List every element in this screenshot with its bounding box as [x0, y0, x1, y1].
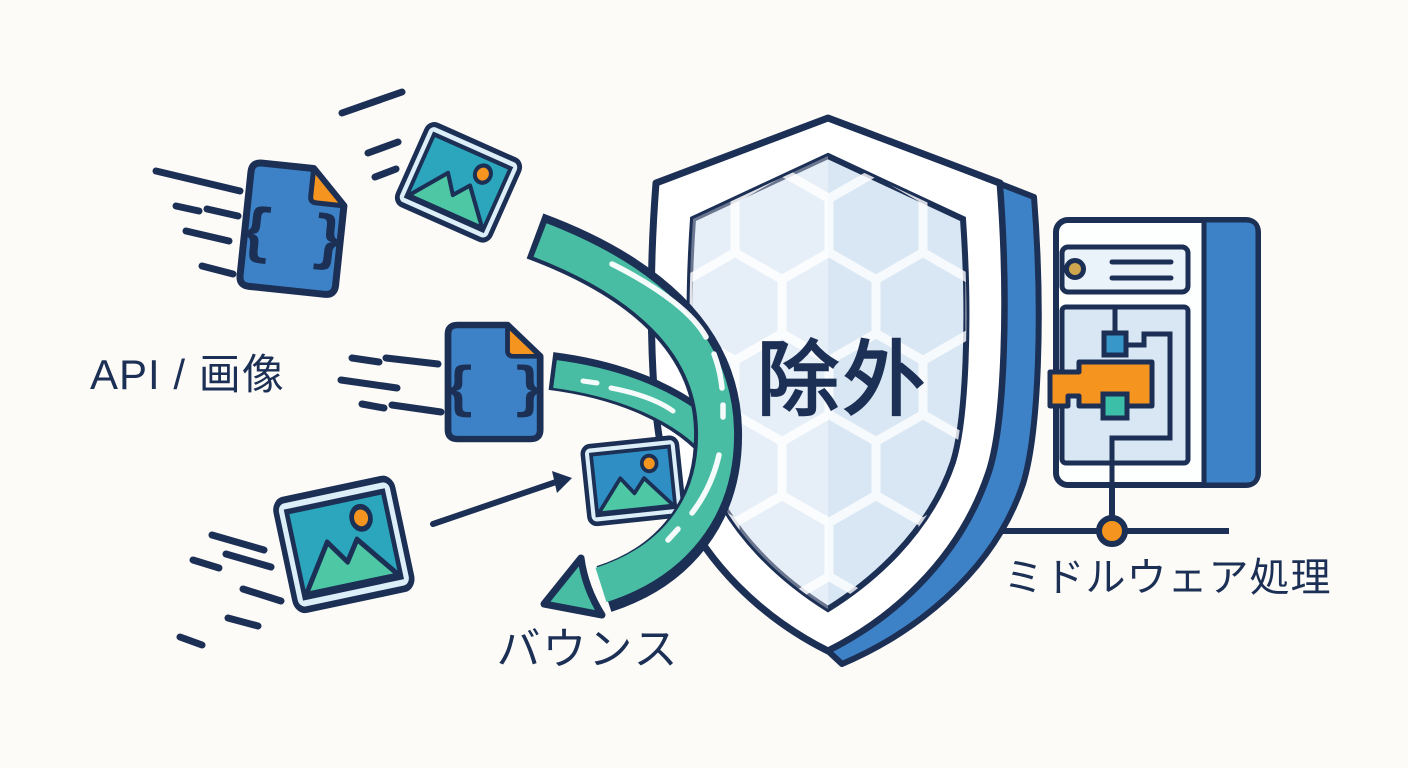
window-status-dot — [1064, 258, 1086, 280]
middleware-label: ミドルウェア処理 — [1003, 556, 1332, 600]
image-icon-1 — [395, 122, 523, 243]
pointer-arrowhead — [552, 471, 572, 493]
image-icon-2 — [582, 437, 684, 524]
bounce-arrowhead — [540, 554, 606, 619]
shield-icon — [647, 114, 1042, 667]
chip-input-square — [1101, 330, 1129, 358]
bounce-label: バウンス — [496, 625, 680, 674]
json-file-icon-1 — [231, 161, 355, 296]
image-icon-3 — [274, 477, 414, 611]
bounce-arrow-large — [526, 213, 743, 619]
speed-lines-bottom-image — [176, 531, 285, 649]
chip-trace-loop — [1109, 331, 1173, 484]
speed-lines-top-file — [152, 167, 244, 278]
middleware-chip-icon — [1047, 307, 1173, 484]
speed-lines-top-image — [338, 88, 406, 181]
browser-window-icon — [1053, 217, 1261, 488]
connector-node-dot — [1096, 515, 1128, 547]
source-label: API / 画像 — [90, 351, 285, 398]
json-file-icon-2 — [440, 325, 547, 439]
window-side-panel — [1201, 217, 1261, 488]
middleware-connector — [1000, 484, 1229, 547]
speed-lines-mid-file — [337, 354, 445, 416]
pointer-arrow — [430, 471, 572, 527]
speed-lines — [152, 88, 445, 649]
chip-output-square — [1100, 391, 1130, 421]
window-header — [1059, 244, 1191, 295]
shield-side-3d — [825, 115, 1042, 667]
shield-label: 除外 — [756, 335, 929, 426]
